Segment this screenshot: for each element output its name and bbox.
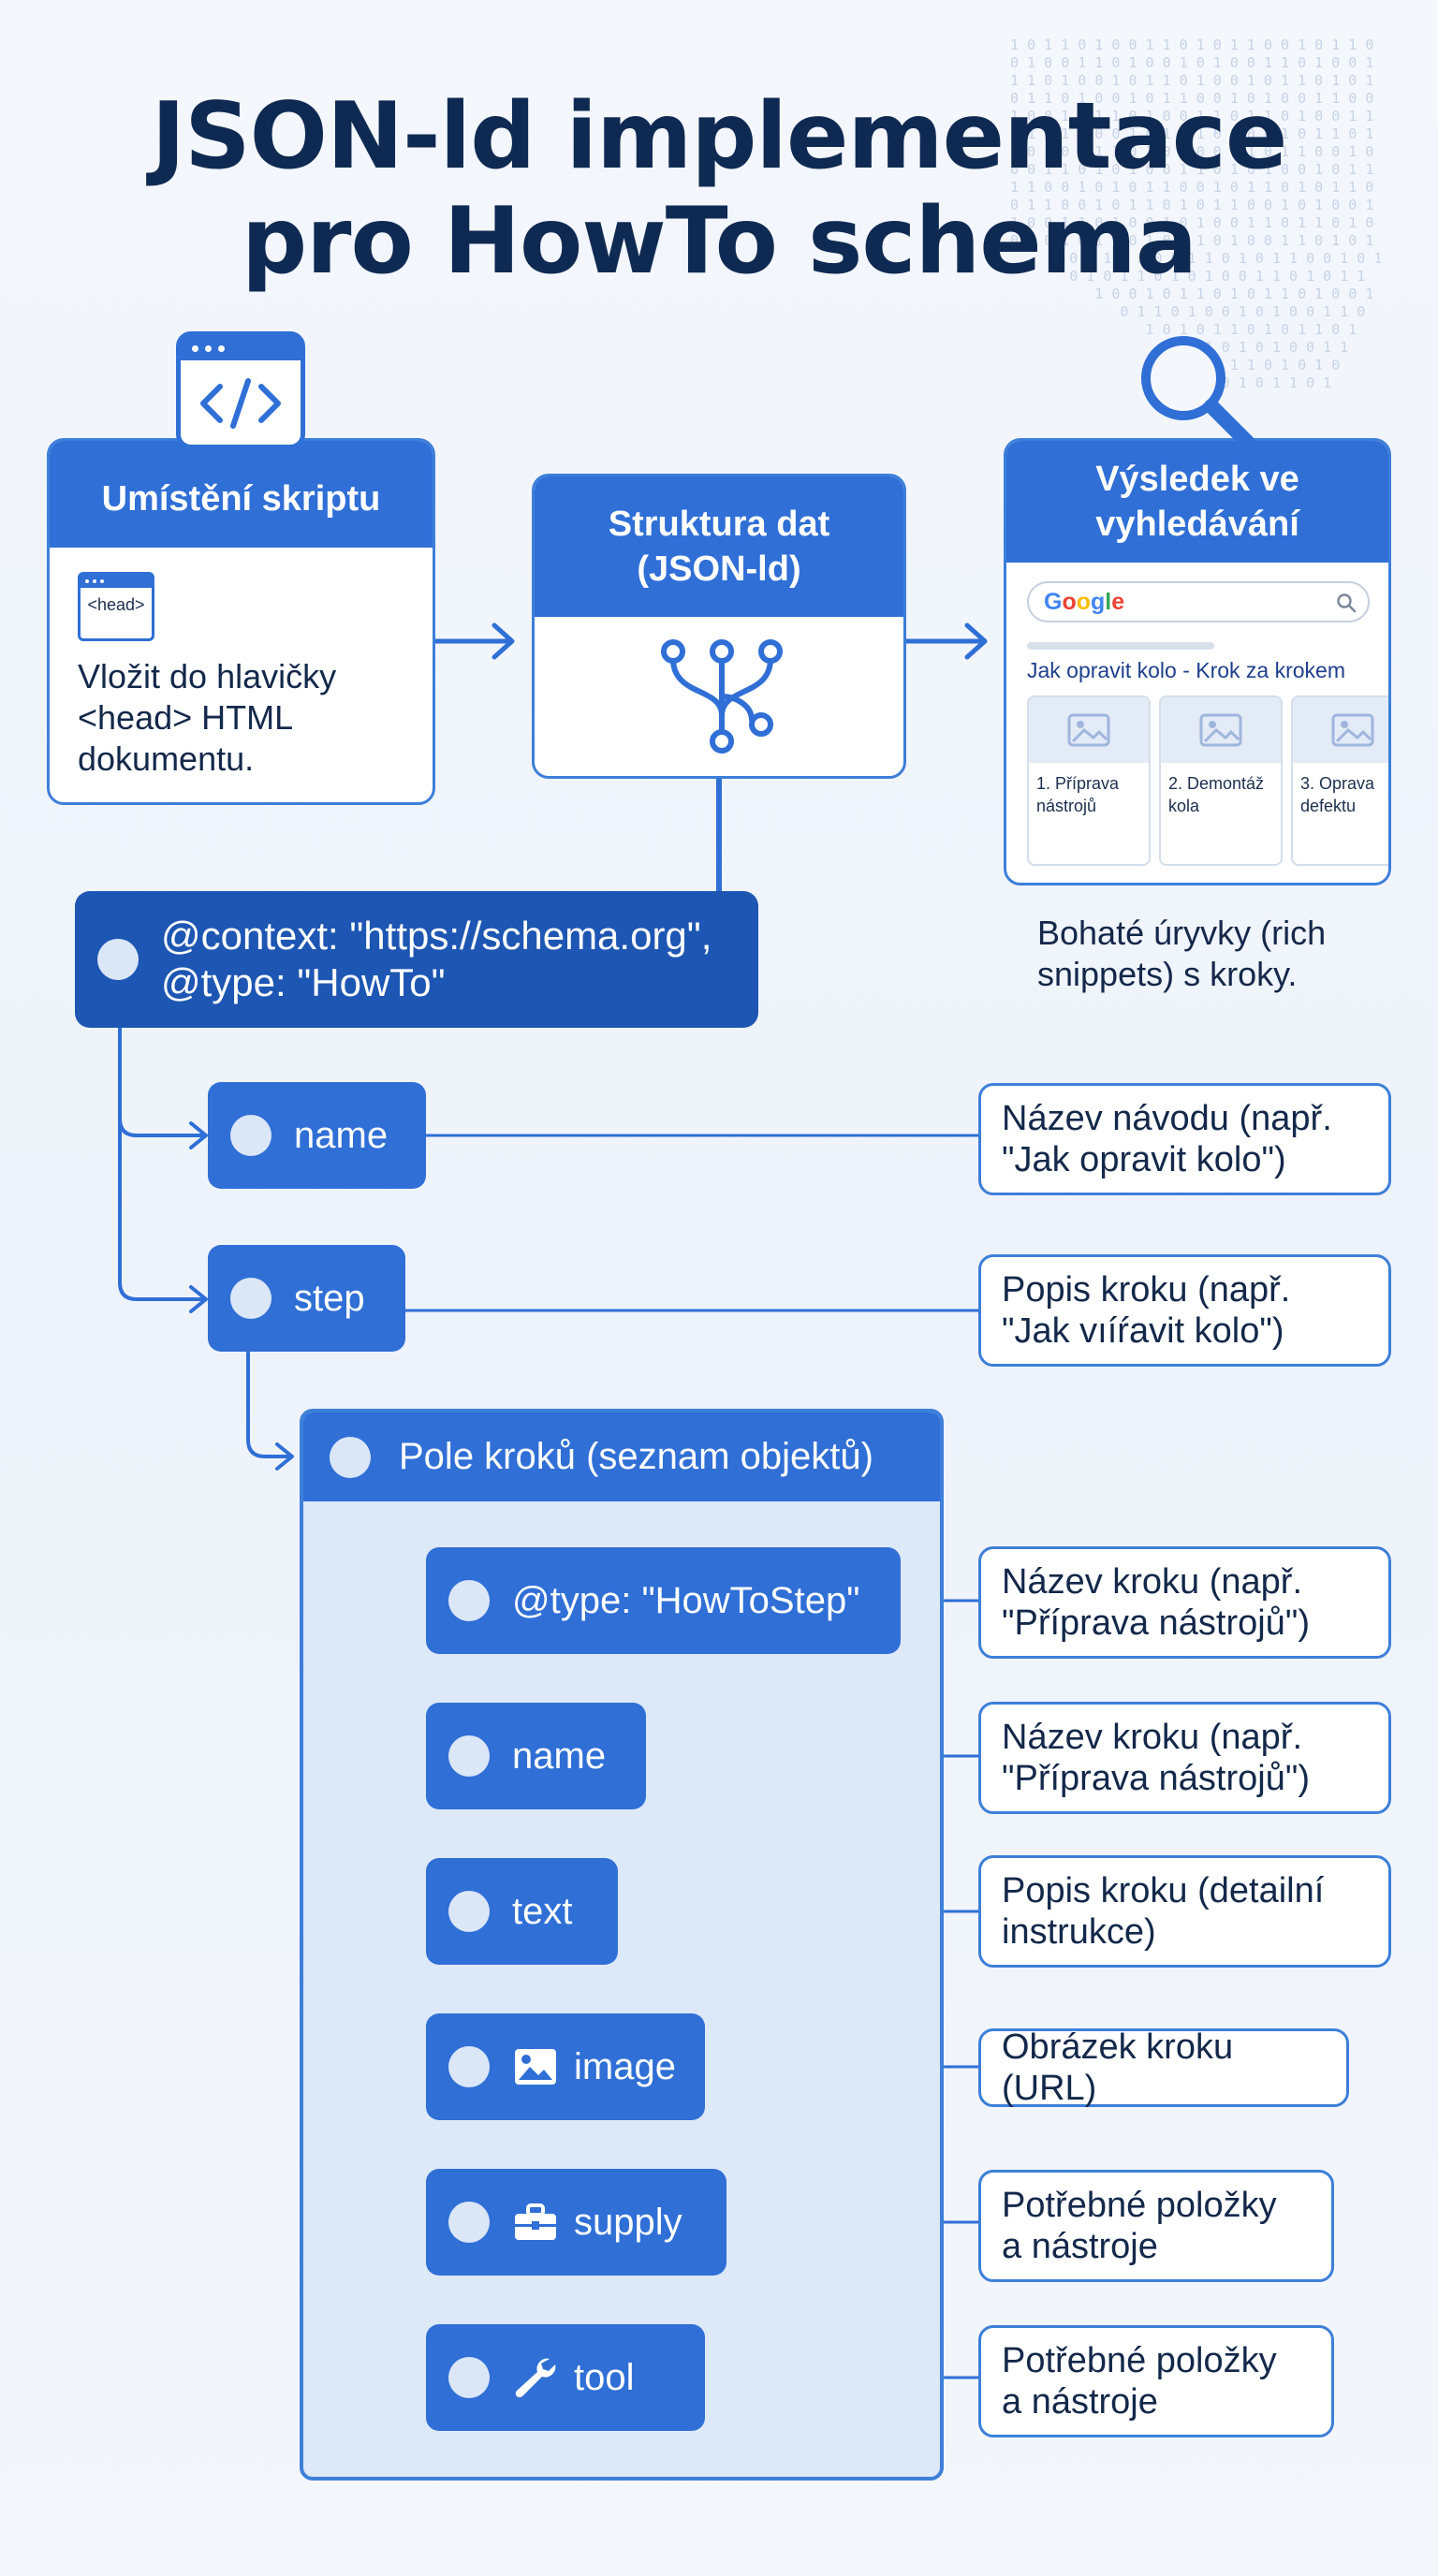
image-icon bbox=[512, 2046, 559, 2087]
steps-array-heading: Pole kroků (seznam objektů) bbox=[303, 1412, 940, 1501]
step-prop-image-description: Obrázek kroku (URL) bbox=[978, 2027, 1349, 2108]
prop-name-description: Název návodu (např."Jak opravit kolo") bbox=[978, 1083, 1391, 1195]
image-placeholder-icon bbox=[1067, 713, 1110, 747]
result-title-link[interactable]: Jak opravit kolo - Krok za krokem bbox=[1027, 658, 1346, 682]
prop-name-node: name bbox=[208, 1082, 426, 1189]
tree-structure-icon bbox=[661, 639, 783, 754]
code-window-icon bbox=[176, 331, 305, 449]
result-heading: Výsledek ve vyhledávání bbox=[1006, 441, 1388, 563]
node-dot bbox=[230, 1115, 271, 1156]
step-prop-supply-node: supply bbox=[426, 2169, 726, 2276]
node-dot bbox=[230, 1278, 271, 1319]
page-title: JSON-ld implementace pro HowTo schema bbox=[0, 84, 1438, 294]
placement-card: Umístění skriptu <head> Vložit do hlavič… bbox=[47, 438, 435, 805]
node-dot bbox=[448, 1891, 490, 1932]
node-dot bbox=[330, 1436, 371, 1478]
result-placeholder-bar bbox=[1027, 642, 1214, 650]
head-tag-window-icon: <head> bbox=[78, 572, 154, 641]
search-input[interactable]: Google bbox=[1027, 581, 1370, 622]
node-dot bbox=[448, 2046, 490, 2087]
search-icon bbox=[1337, 593, 1357, 613]
step-prop-type-node: @type: "HowToStep" bbox=[426, 1547, 901, 1654]
node-dot bbox=[448, 2357, 490, 2398]
step-prop-name-node: name bbox=[426, 1703, 646, 1809]
head-tag-label: <head> bbox=[87, 595, 145, 614]
search-result-card: Výsledek ve vyhledávání Google Jak oprav… bbox=[1004, 438, 1391, 886]
prop-step-description: Popis kroku (např."Jak vıíŕavit kolo") bbox=[978, 1254, 1391, 1367]
step-prop-tool-node: tool bbox=[426, 2324, 705, 2431]
node-dot bbox=[448, 1735, 490, 1777]
placement-heading: Umístění skriptu bbox=[50, 441, 433, 548]
step-prop-image-node: image bbox=[426, 2013, 705, 2120]
structure-heading: Struktura dat (JSON-ld) bbox=[535, 476, 903, 617]
node-dot bbox=[448, 2202, 490, 2243]
title-line-2: pro HowTo schema bbox=[242, 188, 1197, 295]
context-type-node: @context: "https://schema.org", @type: "… bbox=[75, 891, 758, 1028]
prop-step-node: step bbox=[208, 1245, 405, 1352]
title-line-1: JSON-ld implementace bbox=[151, 83, 1288, 190]
step-prop-text-node: text bbox=[426, 1858, 618, 1965]
node-dot bbox=[448, 1580, 490, 1621]
image-placeholder-icon bbox=[1331, 713, 1374, 747]
magnifier-icon bbox=[1141, 336, 1255, 449]
image-placeholder-icon bbox=[1199, 713, 1242, 747]
search-logo: Google bbox=[1044, 589, 1125, 615]
node-dot bbox=[97, 939, 139, 980]
result-caption: Bohaté úryvky (rich snippets) s kroky. bbox=[1037, 914, 1327, 993]
wrench-icon bbox=[512, 2355, 559, 2400]
placement-text: Vložit do hlavičky <head> HTML dokumentu… bbox=[78, 657, 337, 778]
structure-card: Struktura dat (JSON-ld) bbox=[532, 474, 906, 779]
step-prop-name-description: Název kroku (např."Příprava nástrojů") bbox=[978, 1702, 1391, 1814]
step-prop-type-description: Název kroku (např."Příprava nástrojů") bbox=[978, 1546, 1391, 1659]
toolbox-icon bbox=[512, 2202, 559, 2243]
